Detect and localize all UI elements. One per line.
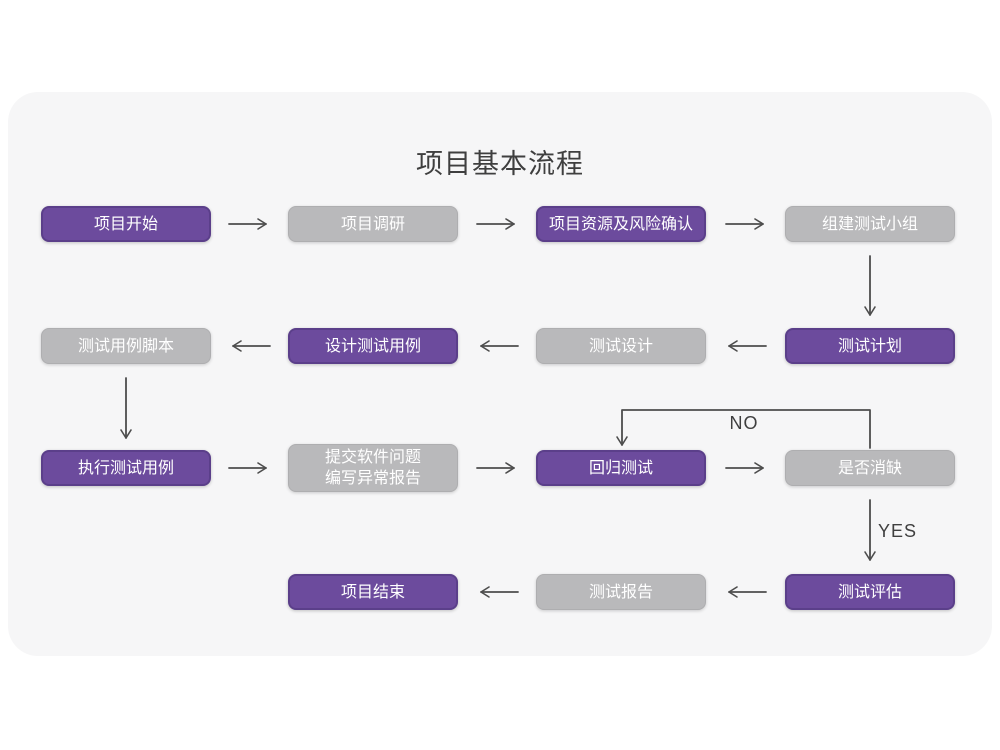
- diagram-title: 项目基本流程: [416, 149, 584, 179]
- node-label: 测试设计: [588, 337, 653, 355]
- node-label: 项目结束: [340, 583, 405, 601]
- node-defect-resolved: 是否消缺: [785, 450, 955, 486]
- edge-label-yes: YES: [878, 521, 918, 541]
- node-label: 测试计划: [837, 337, 902, 355]
- node-test-case-script: 测试用例脚本: [41, 328, 211, 364]
- node-execute-test-case: 执行测试用例: [41, 450, 211, 486]
- node-label: 测试用例脚本: [77, 337, 174, 355]
- flowchart-card: [8, 92, 992, 656]
- node-build-test-team: 组建测试小组: [785, 206, 955, 242]
- node-label: 测试评估: [837, 583, 902, 601]
- node-label: 项目调研: [340, 215, 405, 233]
- node-label-line1: 提交软件问题: [324, 449, 421, 466]
- node-label: 回归测试: [588, 459, 653, 477]
- edge-label-no: NO: [729, 413, 759, 433]
- node-design-test-case: 设计测试用例: [288, 328, 458, 364]
- node-label-line2: 编写异常报告: [324, 470, 421, 487]
- node-regression-test: 回归测试: [536, 450, 706, 486]
- node-submit-issue-report: 提交软件问题 编写异常报告: [288, 444, 458, 492]
- node-label: 项目开始: [93, 215, 158, 233]
- node-label: 是否消缺: [837, 459, 902, 477]
- node-label: 项目资源及风险确认: [548, 215, 693, 233]
- node-label: 设计测试用例: [324, 337, 421, 355]
- node-label: 执行测试用例: [77, 459, 174, 477]
- node-test-plan: 测试计划: [785, 328, 955, 364]
- node-label: 测试报告: [588, 583, 653, 601]
- node-project-start: 项目开始: [41, 206, 211, 242]
- node-project-research: 项目调研: [288, 206, 458, 242]
- node-label: 组建测试小组: [821, 215, 918, 233]
- node-test-evaluation: 测试评估: [785, 574, 955, 610]
- node-resources-risk: 项目资源及风险确认: [536, 206, 706, 242]
- node-test-report: 测试报告: [536, 574, 706, 610]
- node-test-design: 测试设计: [536, 328, 706, 364]
- node-project-end: 项目结束: [288, 574, 458, 610]
